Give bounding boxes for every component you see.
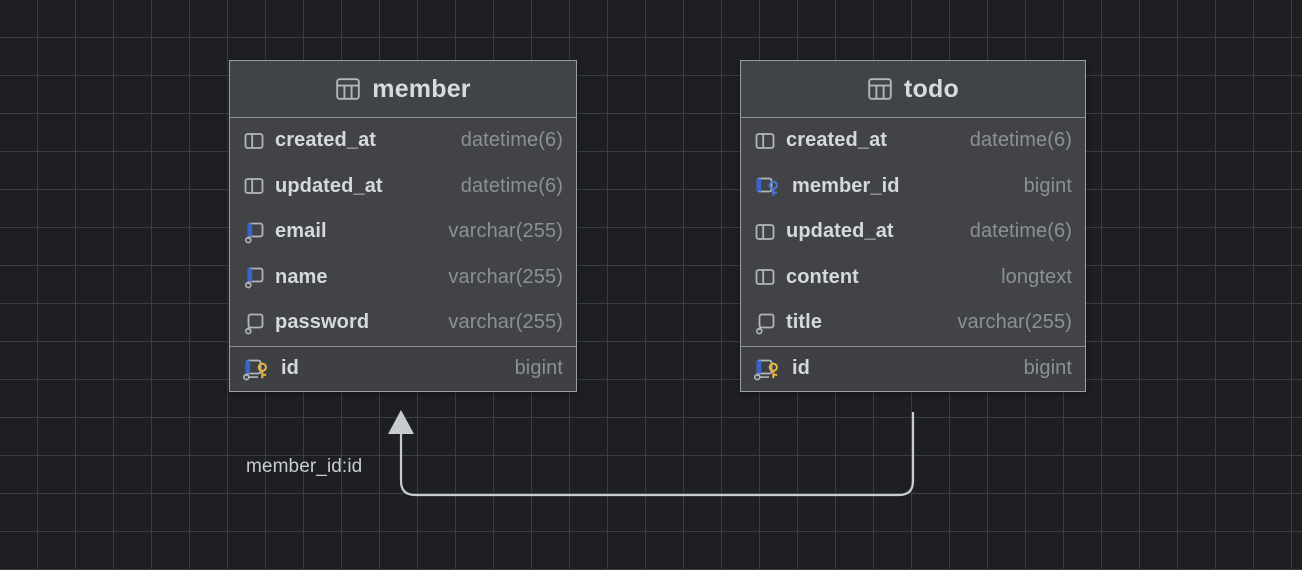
column-name: created_at xyxy=(275,129,377,152)
table-row[interactable]: email varchar(255) xyxy=(230,209,576,255)
column-type: bigint xyxy=(1023,174,1072,197)
table-row-primary-key[interactable]: id bigint xyxy=(230,345,576,391)
column-type: varchar(255) xyxy=(957,311,1072,334)
column-name: member_id xyxy=(792,174,900,197)
table-row[interactable]: content longtext xyxy=(741,255,1085,301)
column-name: email xyxy=(275,220,327,243)
table-row-foreign-key[interactable]: member_id bigint xyxy=(741,164,1085,210)
table-title-todo: todo xyxy=(904,74,959,103)
table-row[interactable]: updated_at datetime(6) xyxy=(230,164,576,210)
column-type: varchar(255) xyxy=(448,220,563,243)
foreign-key-icon xyxy=(756,177,778,196)
table-body-member: created_at datetime(6) updated_at dateti… xyxy=(230,118,576,391)
column-icon xyxy=(755,223,775,240)
table-icon xyxy=(336,78,361,100)
unique-index-icon xyxy=(245,222,264,244)
column-name: name xyxy=(275,265,328,288)
column-name: password xyxy=(275,311,370,334)
column-type: varchar(255) xyxy=(448,311,563,334)
column-type: bigint xyxy=(514,357,563,380)
column-type: datetime(6) xyxy=(460,174,563,197)
table-title-member: member xyxy=(372,74,471,103)
index-icon xyxy=(756,313,775,335)
table-row[interactable]: created_at datetime(6) xyxy=(741,118,1085,164)
column-icon xyxy=(755,132,775,149)
table-row[interactable]: created_at datetime(6) xyxy=(230,118,576,164)
table-row[interactable]: updated_at datetime(6) xyxy=(741,209,1085,255)
column-icon xyxy=(755,269,775,286)
column-name: updated_at xyxy=(786,220,894,243)
column-name: updated_at xyxy=(275,174,383,197)
table-row[interactable]: name varchar(255) xyxy=(230,255,576,301)
column-type: bigint xyxy=(1023,357,1072,380)
table-icon xyxy=(868,78,892,100)
column-name: id xyxy=(792,357,810,380)
table-node-member[interactable]: member created_at datetime(6) updated_at… xyxy=(229,60,577,392)
column-icon xyxy=(244,132,264,149)
column-name: content xyxy=(786,265,859,288)
table-row[interactable]: title varchar(255) xyxy=(741,300,1085,346)
column-type: datetime(6) xyxy=(969,220,1072,243)
table-header-member[interactable]: member xyxy=(230,61,576,118)
table-row[interactable]: password varchar(255) xyxy=(230,300,576,346)
column-type: datetime(6) xyxy=(969,129,1072,152)
column-type: varchar(255) xyxy=(448,265,563,288)
primary-key-icon xyxy=(243,359,267,381)
table-node-todo[interactable]: todo created_at datetime(6) m xyxy=(740,60,1086,392)
column-icon xyxy=(244,178,264,195)
table-row-primary-key[interactable]: id bigint xyxy=(741,345,1085,391)
primary-key-icon xyxy=(754,359,778,381)
column-name: title xyxy=(786,311,823,334)
table-header-todo[interactable]: todo xyxy=(741,61,1085,118)
column-name: created_at xyxy=(786,129,888,152)
column-type: longtext xyxy=(1001,265,1072,288)
relationship-label: member_id:id xyxy=(246,456,363,477)
table-body-todo: created_at datetime(6) member_id bigint xyxy=(741,118,1085,391)
column-name: id xyxy=(281,357,299,380)
index-icon xyxy=(245,313,264,335)
column-type: datetime(6) xyxy=(460,129,563,152)
unique-index-icon xyxy=(245,267,264,289)
